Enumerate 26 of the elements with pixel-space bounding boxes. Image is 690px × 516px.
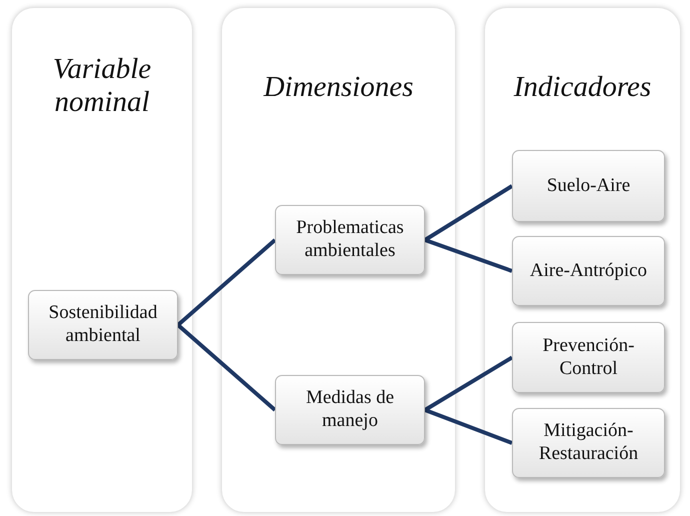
process-box [512,150,665,222]
process-box [275,205,425,275]
node-label: Prevención-Control [542,334,636,380]
process-box [512,236,665,306]
node-label: Aire-Antrópico [528,260,648,282]
process-box [512,408,665,478]
connector-line [424,184,514,242]
column-panel [222,8,455,512]
node-label: Mitigación-Restauración [538,420,640,466]
process-box [275,375,425,445]
column-panel [485,8,680,512]
column-panel [12,8,192,512]
node-label: Medidas de manejo [304,387,396,433]
column-heading: Variable nominal [52,53,152,120]
column-heading: Indicadores [512,71,652,104]
connector-line [424,408,513,445]
connector-line [424,356,514,412]
node-label: Sostenibilidad ambiental [48,302,158,348]
process-box [28,290,178,360]
connector-line [176,238,276,326]
node-label: Problematicas ambientales [295,217,405,263]
connector-line [424,238,513,273]
connector-line [176,324,276,412]
node-label: Suelo-Aire [546,174,632,198]
column-heading: Dimensiones [262,71,414,104]
process-box [512,322,665,393]
